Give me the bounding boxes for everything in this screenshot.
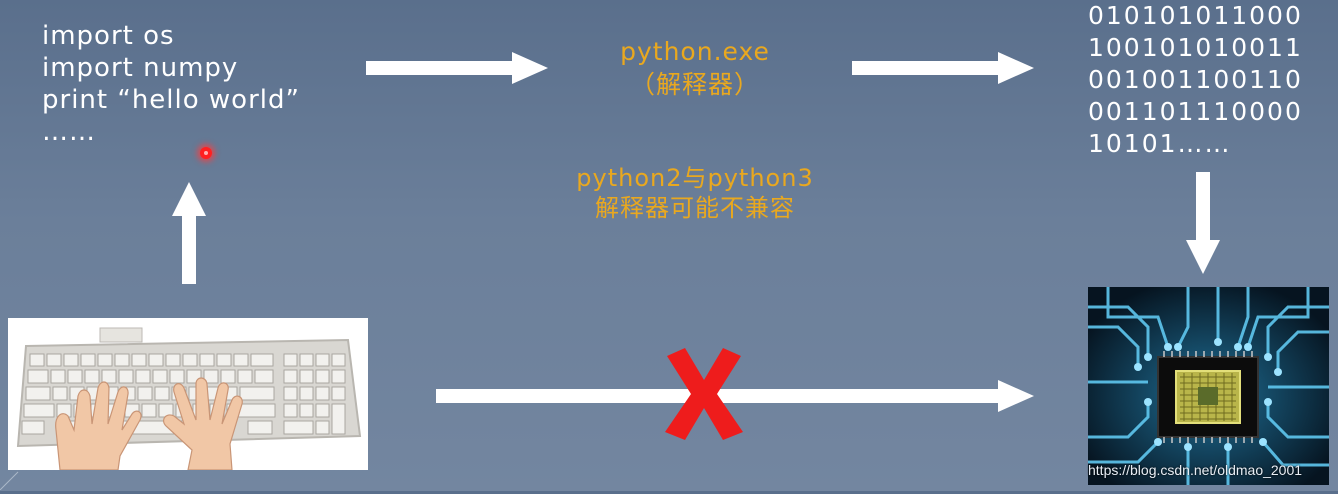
binary-line: 10101…… <box>1088 129 1232 158</box>
red-x-cross-icon <box>661 346 747 442</box>
code-line: import os <box>42 21 175 51</box>
arrow-right-icon <box>852 52 1034 84</box>
arrow-right-icon <box>436 380 1034 412</box>
arrow-right-icon <box>366 52 548 84</box>
binary-line: 100101010011 <box>1088 33 1303 62</box>
arrow-down-icon <box>1186 172 1220 274</box>
cpu-circuit-image <box>1088 287 1329 485</box>
interpreter-label: python.exe （解释器） <box>590 35 800 101</box>
keyboard-typing-image <box>8 318 368 471</box>
interpreter-caption: （解释器） <box>629 70 760 99</box>
code-line: import numpy <box>42 53 239 83</box>
source-code-block: import os import numpy print “hello worl… <box>42 20 300 148</box>
binary-line: 001101110000 <box>1088 97 1303 126</box>
interpreter-name: python.exe <box>620 37 770 66</box>
compatibility-note: python2与python3 解释器可能不兼容 <box>540 163 850 223</box>
compatibility-line-1: python2与python3 <box>576 164 814 192</box>
watermark-url: https://blog.csdn.net/oldmao_2001 <box>1088 462 1303 478</box>
code-line: print “hello world” <box>42 85 300 115</box>
corner-decoration <box>0 470 20 494</box>
binary-line: 010101011000 <box>1088 1 1303 30</box>
machine-code-block: 010101011000 100101010011 001001100110 0… <box>1088 0 1303 160</box>
compatibility-line-2: 解释器可能不兼容 <box>595 194 795 222</box>
code-line: …… <box>42 117 96 147</box>
laser-pointer-dot <box>200 147 212 159</box>
arrow-up-icon <box>172 182 206 284</box>
binary-line: 001001100110 <box>1088 65 1303 94</box>
